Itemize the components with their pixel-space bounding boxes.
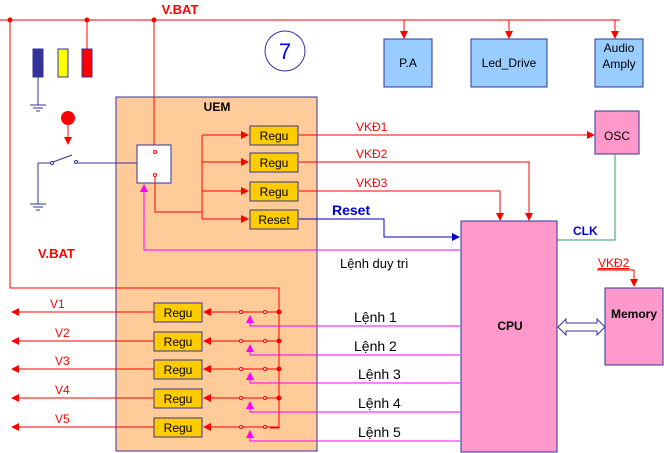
reset-line — [299, 218, 460, 241]
data-bus-arrow — [557, 317, 606, 337]
output-label: V1 — [50, 297, 65, 311]
regulator-label: Regu — [260, 185, 289, 199]
supply-label: VKĐ3 — [356, 176, 388, 190]
cpu-block — [460, 220, 558, 453]
command-line — [246, 344, 460, 356]
regulator-block — [249, 152, 299, 173]
supply-line — [299, 190, 504, 221]
ground-icon — [30, 104, 46, 112]
regulator-label: Regu — [164, 306, 193, 320]
cpu-label: CPU — [497, 319, 522, 333]
load-pa-label: P.A — [399, 56, 417, 70]
regulator-label: Regu — [260, 156, 289, 170]
regulator-block — [249, 181, 299, 202]
junction-dot — [276, 395, 282, 401]
page-badge-number: 7 — [279, 39, 291, 64]
battery-block-blue — [32, 48, 44, 78]
regulator-block — [249, 125, 299, 146]
load-audio-label-2: Amply — [602, 57, 635, 71]
reset-label: Reset — [332, 202, 370, 218]
page-badge — [264, 30, 306, 72]
output-label: V3 — [55, 354, 70, 368]
power-key-icon[interactable] — [61, 111, 75, 125]
junction-dot — [276, 309, 282, 315]
regulator-label: Regu — [164, 363, 193, 377]
command-line — [246, 401, 460, 413]
command-line — [246, 315, 460, 327]
battery-block-yellow — [57, 48, 69, 78]
output-label: V2 — [55, 326, 70, 340]
regulator-label: Regu — [164, 392, 193, 406]
load-led-drive — [470, 38, 548, 88]
junction-dot — [276, 366, 282, 372]
command-label: Lệnh 3 — [358, 366, 401, 382]
load-pa — [383, 38, 433, 88]
ground-icon — [30, 203, 46, 211]
load-audio-amply — [594, 38, 644, 88]
battery-block-red — [81, 48, 93, 78]
memory-block — [604, 287, 664, 366]
power-switch-icon[interactable] — [37, 154, 137, 204]
output-label: V4 — [55, 383, 70, 397]
supply-label: VKĐ2 — [356, 147, 388, 161]
memory-supply-label: VKĐ2 — [598, 256, 630, 270]
clk-label: CLK — [573, 224, 598, 238]
maintain-command-label: Lệnh duy trì — [340, 256, 409, 271]
memory-label: Memory — [611, 307, 657, 321]
osc-block — [594, 110, 640, 155]
supply-label: VKĐ1 — [356, 120, 388, 134]
output-label: V5 — [55, 412, 70, 426]
command-label: Lệnh 5 — [358, 424, 401, 440]
regulator-label: Reset — [258, 213, 290, 227]
regulator-label: Regu — [164, 421, 193, 435]
load-led-drive-label: Led_Drive — [482, 56, 537, 70]
junction-dot — [276, 338, 282, 344]
command-label: Lệnh 1 — [354, 309, 397, 325]
command-label: Lệnh 4 — [358, 395, 401, 411]
vbat-title: V.BAT — [162, 2, 199, 17]
command-label: Lệnh 2 — [354, 338, 397, 354]
command-line — [246, 372, 460, 384]
load-audio-label-1: Audio — [604, 41, 635, 55]
uem-title: UEM — [204, 100, 231, 114]
regulator-label: Regu — [260, 129, 289, 143]
command-line — [246, 430, 460, 442]
regulator-label: Regu — [164, 335, 193, 349]
supply-line — [299, 161, 533, 221]
reset-block — [249, 209, 299, 230]
osc-label: OSC — [604, 129, 630, 143]
left-vbat-label: V.BAT — [38, 246, 75, 261]
